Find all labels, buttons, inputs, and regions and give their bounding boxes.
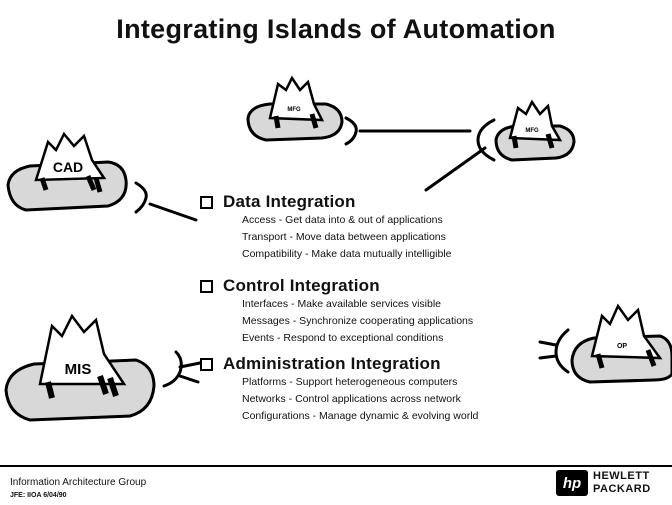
- mis-socket: [162, 350, 183, 388]
- section-title: Administration Integration: [223, 354, 441, 373]
- section-administration-integration: Administration Integration Platforms - S…: [200, 354, 478, 425]
- logo-line-2: PACKARD: [593, 483, 651, 495]
- list-item: Transport - Move data between applicatio…: [242, 231, 446, 243]
- list-item: Configurations - Manage dynamic & evolvi…: [242, 410, 479, 422]
- section-data-integration: Data Integration Access - Get data into …: [200, 192, 452, 263]
- footer-group: Information Architecture Group: [10, 477, 147, 488]
- section-title: Data Integration: [223, 192, 356, 211]
- list-item: Interfaces - Make available services vis…: [242, 298, 441, 310]
- footer-ref: JFE: IIOA 6/04/90: [10, 492, 67, 499]
- svg-text:MFG: MFG: [525, 128, 539, 134]
- mis-link: [178, 361, 202, 369]
- cad-socket: [134, 181, 148, 214]
- section-control-integration: Control Integration Interfaces - Make av…: [200, 276, 473, 347]
- svg-text:OP: OP: [617, 343, 627, 350]
- cad-link: [148, 202, 198, 222]
- square-bullet-icon: [200, 195, 213, 209]
- square-bullet-icon: [200, 357, 213, 371]
- hp-logo: hp HEWLETT PACKARD: [556, 470, 651, 496]
- op-link-1: [538, 340, 558, 347]
- square-bullet-icon: [200, 279, 213, 293]
- list-item: Platforms - Support heterogeneous comput…: [242, 376, 458, 388]
- mfg-left-socket: [344, 116, 358, 146]
- list-item: Messages - Synchronize cooperating appli…: [242, 315, 474, 327]
- list-item: Networks - Control applications across n…: [242, 393, 461, 405]
- mfg-link-diagonal: [424, 146, 487, 192]
- svg-text:MIS: MIS: [65, 361, 92, 378]
- page-title: Integrating Islands of Automation: [116, 14, 556, 44]
- op-link-2: [538, 354, 558, 360]
- mis-island: MIS: [4, 313, 156, 422]
- op-socket: [554, 328, 570, 374]
- mis-link-2: [178, 374, 200, 384]
- hp-logo-icon: hp: [556, 470, 588, 496]
- logo-line-1: HEWLETT: [593, 470, 650, 482]
- list-item: Compatibility - Make data mutually intel…: [242, 248, 452, 260]
- mfg-right-socket: [476, 118, 496, 162]
- footer-info: Information Architecture Group JFE: IIOA…: [10, 476, 146, 502]
- op-island: OP: [570, 303, 672, 384]
- mfg-right-island: MFG: [494, 99, 576, 162]
- footer-divider: [0, 465, 672, 467]
- svg-text:MFG: MFG: [287, 107, 301, 113]
- svg-text:CAD: CAD: [53, 159, 83, 175]
- mfg-left-island: MFG: [246, 75, 344, 142]
- cad-island: CAD: [6, 131, 128, 212]
- list-item: Access - Get data into & out of applicat…: [242, 214, 443, 226]
- list-item: Events - Respond to exceptional conditio…: [242, 332, 444, 344]
- section-title: Control Integration: [223, 276, 380, 295]
